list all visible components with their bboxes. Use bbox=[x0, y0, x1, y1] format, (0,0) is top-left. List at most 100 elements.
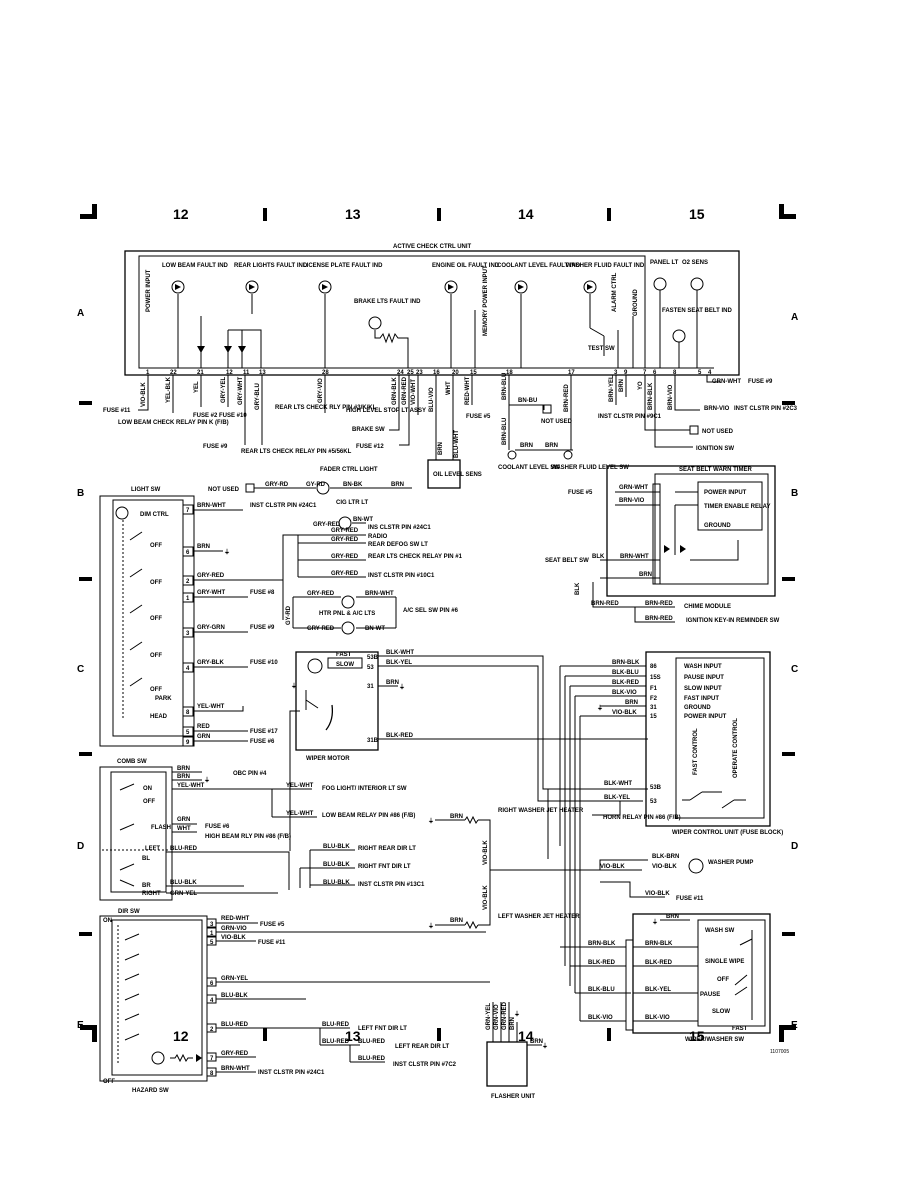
led-icon bbox=[322, 284, 328, 290]
terminal-label: PAUSE INPUT bbox=[684, 675, 724, 681]
unit-outline bbox=[124, 250, 740, 376]
wash-sw-label: WASH SW bbox=[705, 928, 735, 934]
hazard-sw-title: HAZARD SW bbox=[132, 1088, 169, 1094]
terminal-label: SLOW INPUT bbox=[684, 686, 722, 692]
wire bbox=[289, 710, 355, 888]
relay-label: REAR LTS CHECK RELAY PIN #5/56KL bbox=[241, 449, 352, 455]
lamp-icon bbox=[672, 329, 686, 343]
oil-level-sens bbox=[427, 459, 461, 489]
wire-color: GRN bbox=[177, 817, 190, 823]
pump-label: WASHER PUMP bbox=[708, 860, 753, 866]
wire bbox=[547, 666, 561, 859]
flash-label: FLASH bbox=[151, 825, 171, 831]
pin-number: 1 bbox=[210, 931, 214, 937]
active-check-ctrl-unit: ACTIVE CHECK CTRL UNIT POWER INPUT LOW B… bbox=[124, 244, 740, 376]
corner-mark-br bbox=[779, 1025, 796, 1042]
dir-sw-inner bbox=[111, 919, 203, 1076]
ground-icon: ⏚ bbox=[291, 683, 297, 690]
on-label: ON bbox=[143, 786, 152, 792]
pin-number: 2 bbox=[210, 1027, 214, 1033]
pin-number: 17 bbox=[568, 370, 575, 376]
wire bbox=[282, 580, 397, 629]
htr-label: HTR PNL & A/C LTS bbox=[319, 611, 375, 617]
row-label-right: B bbox=[791, 488, 798, 499]
wire bbox=[560, 919, 698, 1022]
wire-color: BLU-BLK bbox=[170, 880, 197, 886]
left-jet-label: LEFT WASHER JET HEATER bbox=[498, 914, 580, 920]
grid-frame: 12 13 14 15 12 13 14 15 A B C D E A B C … bbox=[77, 204, 798, 1055]
wire-color: BLU-RED bbox=[221, 1022, 249, 1028]
relay-label: LOW BEAM CHECK RELAY PIN K (F/B) bbox=[118, 420, 229, 426]
wire bbox=[389, 375, 419, 446]
lamp-icon bbox=[690, 277, 704, 291]
pin-number: 5 bbox=[698, 370, 702, 376]
unit-title: ACTIVE CHECK CTRL UNIT bbox=[393, 244, 472, 250]
off-label: OFF bbox=[150, 543, 162, 549]
wire-color: GRN-VIO bbox=[221, 926, 247, 932]
terminal-label: WASH INPUT bbox=[684, 664, 722, 670]
wire-color: BLU-RED bbox=[170, 846, 198, 852]
wire-color: BRN-BLU bbox=[502, 373, 508, 400]
not-used-terminal bbox=[245, 483, 255, 493]
not-used-label: NOT USED bbox=[702, 429, 734, 435]
corner-mark-bl bbox=[80, 1025, 97, 1042]
wire-color: YEL bbox=[194, 381, 200, 393]
dir-sw-outline bbox=[99, 915, 208, 1082]
terminal-label: POWER INPUT bbox=[684, 714, 727, 720]
pin-number: 3 bbox=[210, 922, 214, 928]
wire-color: BLK-VIO bbox=[588, 1015, 613, 1021]
dir-lt-label: LEFT REAR DIR LT bbox=[395, 1044, 450, 1050]
high-level-stop-label: HIGH LEVEL STOP LT ASSY bbox=[346, 408, 426, 414]
wire-color: BLK-RED bbox=[588, 960, 616, 966]
head-label: HEAD bbox=[150, 714, 168, 720]
wire-color: BLK-BLU bbox=[588, 987, 615, 993]
wire-color: BLK-WHT bbox=[604, 781, 632, 787]
row-label-left: D bbox=[77, 841, 84, 852]
dir-lt-label: RIGHT FNT DIR LT bbox=[358, 864, 411, 870]
motor-icon bbox=[307, 658, 323, 674]
wire-color: VIO-BLK bbox=[483, 885, 489, 910]
wire bbox=[435, 375, 454, 460]
coolant-level-label: COOLANT LEVEL SW bbox=[498, 465, 560, 471]
test-sw-label: TEST SW bbox=[588, 346, 615, 352]
pin-number: 15 bbox=[470, 370, 477, 376]
wws-inner bbox=[697, 919, 766, 1027]
dir-hazard-switch: DIR SW ON OFF HAZARD SW 3 1 5 6 4 2 7 8 … bbox=[99, 909, 490, 1094]
jet-heater-resistor bbox=[464, 815, 479, 825]
brake-sw-label: BRAKE SW bbox=[352, 427, 385, 433]
wire bbox=[166, 771, 290, 894]
ground-icon: ⏚ bbox=[514, 1011, 520, 1018]
wire-color: BLU-WHT bbox=[454, 430, 460, 458]
pin-number: 7 bbox=[643, 370, 647, 376]
led-icon bbox=[318, 280, 332, 294]
pin-number: F2 bbox=[650, 696, 658, 702]
wire-color: BRN-BLK bbox=[648, 382, 654, 410]
row-label-left: E bbox=[77, 1020, 84, 1031]
wcu-outline bbox=[645, 651, 771, 827]
single-wipe-label: SINGLE WIPE bbox=[705, 959, 744, 965]
led-icon bbox=[587, 284, 593, 290]
wiper-contact bbox=[305, 690, 319, 710]
washer-circuit: ⏚ BRN RIGHT WASHER JET HEATER ⏚ BRN LEFT… bbox=[428, 666, 753, 930]
pin-number: 3 bbox=[186, 631, 190, 637]
pin-number: 4 bbox=[186, 666, 190, 672]
unit-inner-box bbox=[138, 255, 646, 369]
wire-color: BRN bbox=[619, 379, 625, 392]
wire-color: BRN bbox=[639, 572, 652, 578]
wire-color: BLU-RED bbox=[322, 1022, 350, 1028]
wire-color: BLK bbox=[592, 554, 605, 560]
wire-color: YO bbox=[638, 381, 644, 390]
wire-color: GRY-RED bbox=[313, 522, 341, 528]
off-label: OFF bbox=[143, 799, 155, 805]
wire bbox=[564, 676, 581, 1021]
low-beam-label: LOW BEAM RELAY PIN #86 (F/B) bbox=[322, 813, 415, 819]
pin-number: 25 bbox=[407, 370, 414, 376]
light-sw-title: LIGHT SW bbox=[131, 487, 161, 493]
wire-color: GRN-YEL bbox=[170, 891, 197, 897]
wire-color: YEL-WHT bbox=[177, 783, 205, 789]
row-tick bbox=[79, 577, 92, 581]
wire-color: BLU-BLK bbox=[323, 844, 350, 850]
pause-label: PAUSE bbox=[700, 992, 720, 998]
wire-color: BRN bbox=[530, 1039, 543, 1045]
pin-number: 4 bbox=[708, 370, 712, 376]
